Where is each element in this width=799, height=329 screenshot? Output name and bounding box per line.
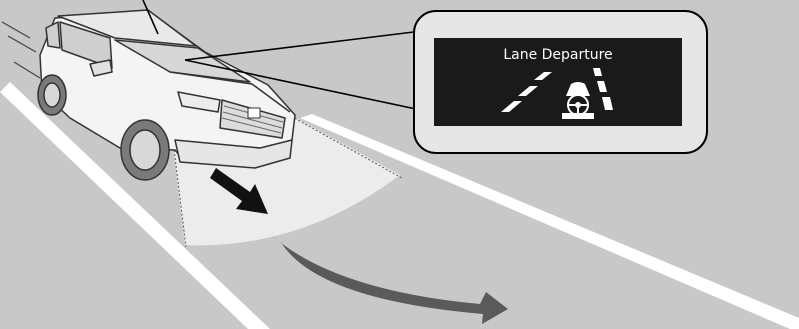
display-title: Lane Departure: [503, 47, 612, 63]
